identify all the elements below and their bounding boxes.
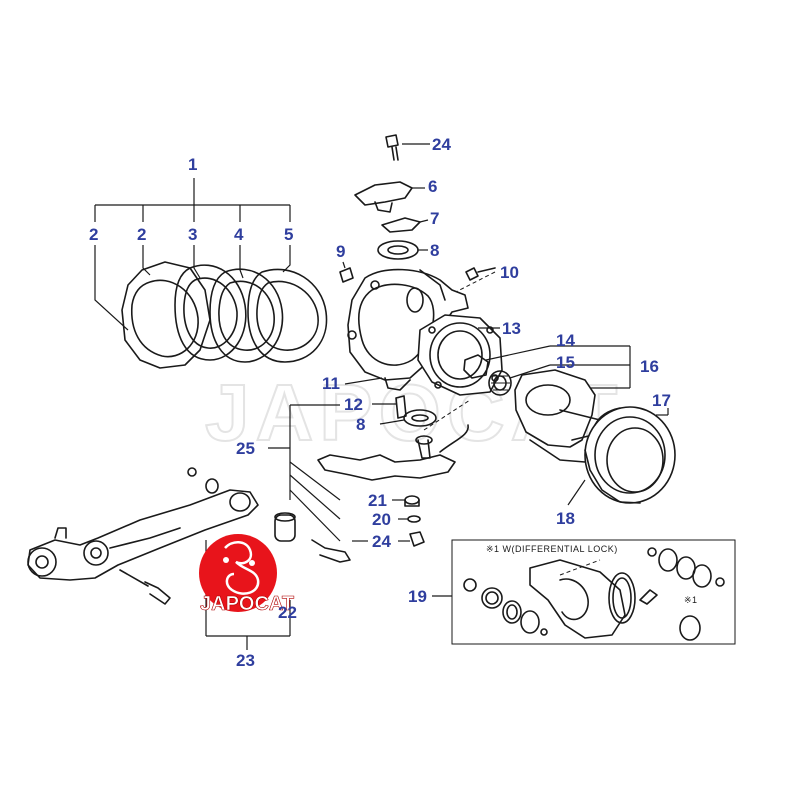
callout-22: 22	[278, 603, 297, 622]
ring-group	[94, 178, 328, 369]
brake-drum-17	[584, 406, 676, 504]
callout-10: 10	[500, 263, 519, 282]
callout-15: 15	[556, 353, 575, 372]
callout-17: 17	[652, 391, 671, 410]
callout-21: 21	[368, 491, 387, 510]
nut-21	[404, 495, 420, 505]
callout-7: 7	[430, 209, 439, 228]
steering-knuckle	[268, 134, 676, 547]
spindle-16	[514, 369, 596, 448]
seal-ring-5	[247, 268, 328, 363]
callout-11: 11	[322, 374, 340, 393]
radius-arm-23	[27, 467, 368, 650]
bearing-8-bottom	[403, 409, 437, 427]
callout-9: 9	[336, 242, 345, 261]
callout-24-top: 24	[432, 135, 451, 154]
callout-23: 23	[236, 651, 255, 670]
inset-frame	[451, 539, 736, 645]
callout-19: 19	[408, 587, 427, 606]
callout-2a: 2	[89, 225, 98, 244]
callout-24-bottom: 24	[372, 532, 391, 551]
knuckle-cap-6	[354, 181, 413, 206]
bearing-8-top	[377, 240, 419, 260]
diff-lock-inset: ※1 W(DIFFERENTIAL LOCK) ※1	[432, 539, 736, 645]
callout-13: 13	[502, 319, 521, 338]
callout-2b: 2	[137, 225, 146, 244]
callout-labels: 1 2 2 3 4 5 6 7 8 9 10 11 12 8 13 14 15 …	[89, 135, 671, 670]
inset-note-ref: ※1	[684, 595, 698, 605]
callout-16: 16	[640, 357, 659, 376]
callout-5: 5	[284, 225, 293, 244]
bushing-22	[274, 514, 296, 542]
callout-20: 20	[372, 510, 391, 529]
washer-20	[407, 515, 421, 523]
shim-7	[381, 217, 421, 233]
callout-8-bottom: 8	[356, 415, 365, 434]
cotter-24	[409, 531, 425, 547]
callout-4: 4	[234, 225, 244, 244]
japocat-logo: JAPOCAT	[199, 534, 294, 615]
callout-1: 1	[188, 155, 197, 174]
callout-3: 3	[188, 225, 197, 244]
callout-25: 25	[236, 439, 255, 458]
inset-note-differential: ※1 W(DIFFERENTIAL LOCK)	[486, 544, 618, 554]
steering-arm-25	[317, 454, 456, 481]
callout-8-top: 8	[430, 241, 439, 260]
callout-14: 14	[556, 331, 575, 350]
callout-18: 18	[556, 509, 575, 528]
callout-6: 6	[428, 177, 437, 196]
callout-12: 12	[344, 395, 363, 414]
logo-text: JAPOCAT	[200, 593, 294, 615]
spacer-ring-3	[174, 264, 247, 361]
